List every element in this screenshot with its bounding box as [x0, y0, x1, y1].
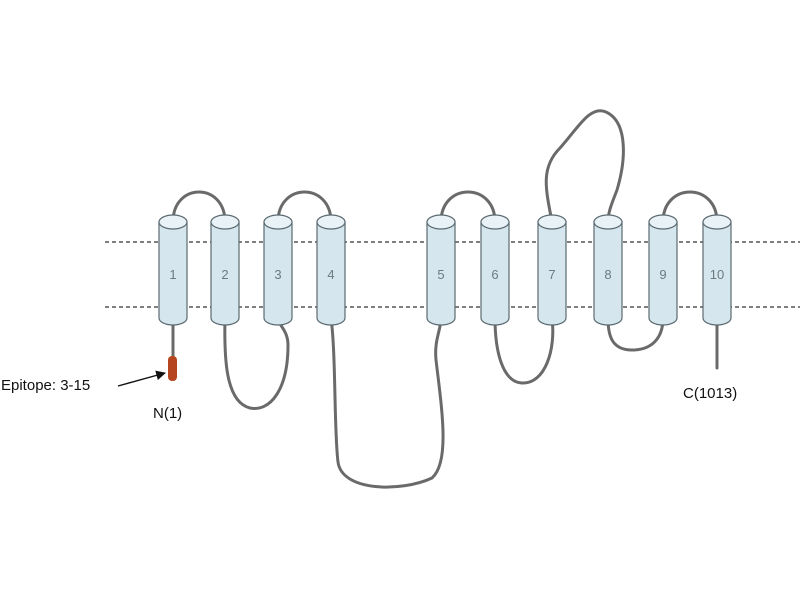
helix-5-body: [426, 221, 456, 326]
helix-10-cap: [702, 214, 732, 230]
epitope-label: Epitope: 3-15: [1, 377, 90, 394]
helix-9-cap: [648, 214, 678, 230]
helix-1: 1: [158, 214, 188, 326]
helix-10: 10: [702, 214, 732, 326]
helix-3: 3: [263, 214, 293, 326]
loop-3-4: [276, 190, 333, 224]
helix-6-body: [480, 221, 510, 326]
loop-8-9: [606, 316, 665, 352]
helix-3-body: [263, 221, 293, 326]
helix-7: 7: [537, 214, 567, 326]
loop-9-10: [661, 190, 719, 224]
loops: [171, 109, 719, 489]
helix-2: 2: [210, 214, 240, 326]
helix-9-body: [648, 221, 678, 326]
helix-1-label: 1: [169, 267, 176, 282]
helix-8-label: 8: [604, 267, 611, 282]
helix-7-label: 7: [548, 267, 555, 282]
helix-3-cap: [263, 214, 293, 230]
loop-5-6: [439, 190, 497, 224]
helix-7-body: [537, 221, 567, 326]
loop-1-2: [171, 190, 227, 224]
helix-4-label: 4: [327, 267, 334, 282]
helix-2-label: 2: [221, 267, 228, 282]
helix-1-body: [158, 221, 188, 326]
loop-6-7: [493, 316, 555, 385]
helix-6-cap: [480, 214, 510, 230]
loop-7-8: [544, 109, 625, 224]
helix-8-body: [593, 221, 623, 326]
helix-9-label: 9: [659, 267, 666, 282]
helix-4-cap: [316, 214, 346, 230]
loop-2-3: [223, 316, 290, 410]
helix-5-label: 5: [437, 267, 444, 282]
helix-7-cap: [537, 214, 567, 230]
helix-5: 5: [426, 214, 456, 326]
helix-10-body: [702, 221, 732, 326]
helix-1-cap: [158, 214, 188, 230]
helix-3-label: 3: [274, 267, 281, 282]
helix-5-cap: [426, 214, 456, 230]
helix-6-label: 6: [491, 267, 498, 282]
helix-2-body: [210, 221, 240, 326]
helix-8-cap: [593, 214, 623, 230]
epitope-marker: [168, 356, 177, 381]
loop-4-5: [329, 316, 445, 489]
c-terminus-label: C(1013): [683, 385, 737, 402]
helix-6: 6: [480, 214, 510, 326]
epitope-arrow: [117, 370, 166, 387]
helix-4-body: [316, 221, 346, 326]
helix-2-cap: [210, 214, 240, 230]
n-terminus-label: N(1): [153, 405, 182, 422]
transmembrane-helices: 1 2 3 4 5 6 7 8 9 10: [158, 214, 732, 326]
helix-10-label: 10: [710, 267, 724, 282]
helix-8: 8: [593, 214, 623, 326]
helix-9: 9: [648, 214, 678, 326]
helix-4: 4: [316, 214, 346, 326]
